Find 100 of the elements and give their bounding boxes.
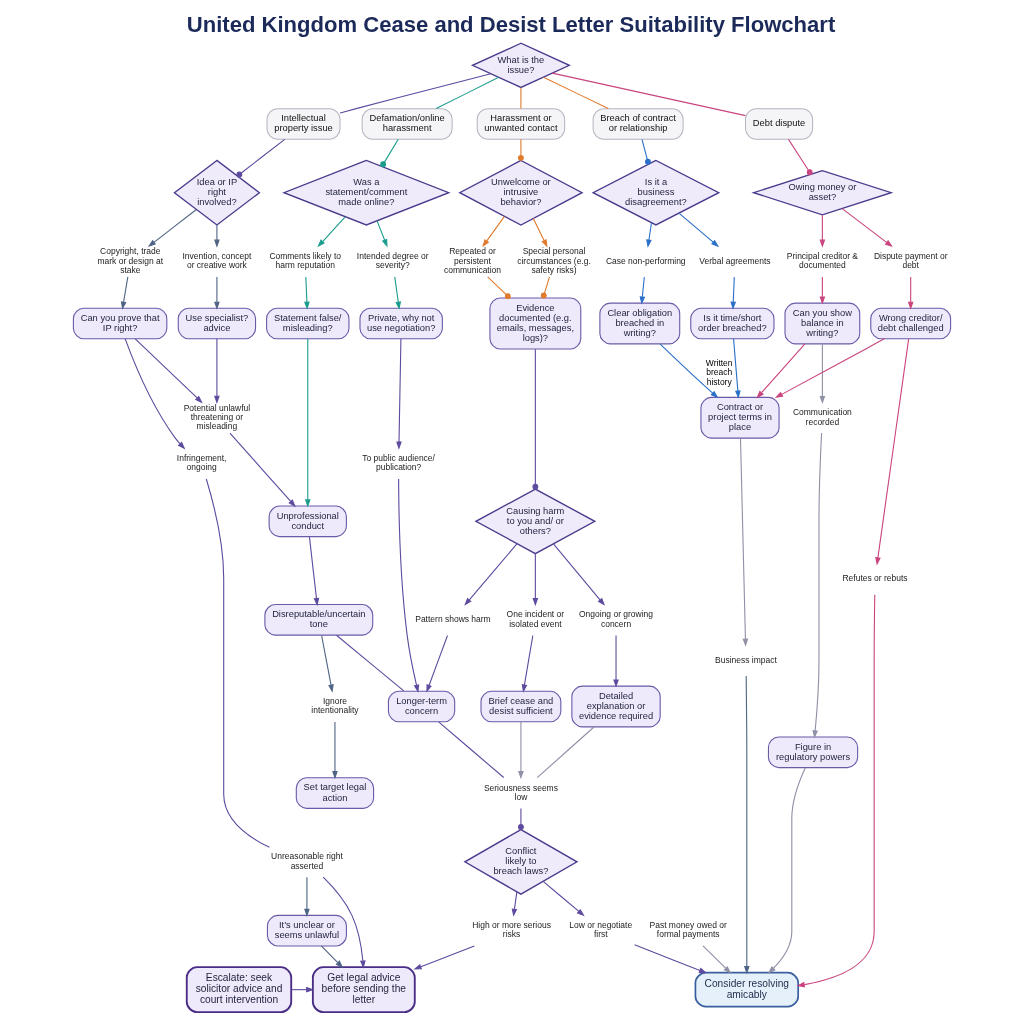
node-box: Unprofessional conduct bbox=[268, 505, 347, 538]
arrow bbox=[134, 338, 203, 404]
node-diamond: What is the issue? bbox=[470, 42, 571, 89]
node-diamond: Conflict likely to breach laws? bbox=[463, 828, 579, 895]
node-text: Unreasonable right asserted bbox=[271, 851, 343, 871]
node-diamond: Idea or IP right involved? bbox=[173, 159, 261, 226]
node-box: Statement false/ misleading? bbox=[266, 307, 350, 340]
node-box: Use specialist? advice bbox=[177, 307, 257, 340]
arrow bbox=[841, 208, 893, 248]
arrow bbox=[646, 222, 653, 248]
connector bbox=[540, 276, 551, 299]
node-box: Brief cease and desist sufficient bbox=[480, 690, 562, 723]
diagram-title: United Kingdom Cease and Desist Letter Suitability Flowchart bbox=[186, 12, 836, 38]
node-text: One incident or isolated event bbox=[506, 609, 565, 629]
node-text: Past money owed or formal payments bbox=[649, 920, 727, 940]
arrow bbox=[819, 343, 826, 405]
node-text: Principal creditor & documented bbox=[786, 250, 858, 271]
arrow bbox=[796, 594, 876, 988]
arrow bbox=[304, 876, 310, 917]
arrow bbox=[394, 276, 402, 310]
node-text: Ignore intentionality bbox=[311, 695, 359, 716]
node-text: Potential unlawful threatening or misleading bbox=[183, 402, 251, 432]
arrow bbox=[756, 343, 806, 399]
arrow bbox=[229, 432, 296, 508]
connector bbox=[205, 478, 270, 848]
node-box: Is it time/short order breached? bbox=[690, 307, 775, 340]
connector bbox=[551, 72, 746, 117]
node-text: Intended degree or severity? bbox=[356, 250, 429, 271]
arrow bbox=[308, 536, 320, 607]
connector bbox=[518, 138, 524, 161]
arrow bbox=[532, 218, 548, 248]
node-text: Repeated or persistent communication bbox=[443, 246, 502, 275]
node-text: Special personal circumstances (e.g. safety risks) bbox=[517, 246, 591, 275]
connector bbox=[532, 348, 539, 490]
node-box: Longer-term concern bbox=[387, 690, 456, 723]
connector bbox=[536, 726, 595, 779]
node-text: Business impact bbox=[715, 654, 777, 665]
arrow bbox=[819, 214, 826, 248]
arrow bbox=[398, 478, 420, 693]
arrow bbox=[124, 338, 186, 450]
node-text: Seriousness seems low bbox=[483, 782, 558, 802]
connector bbox=[542, 76, 609, 110]
node-box: Can you prove that IP right? bbox=[72, 307, 168, 340]
node-box: Clear obligation breached in writing? bbox=[599, 302, 681, 345]
node-text: Communication recorded bbox=[792, 407, 852, 427]
arrow bbox=[376, 220, 388, 248]
arrow bbox=[875, 338, 910, 566]
arrow bbox=[743, 675, 750, 975]
connector bbox=[380, 138, 399, 168]
arrow bbox=[214, 276, 220, 310]
arrow bbox=[767, 767, 806, 974]
node-box: Wrong creditor/ debt challenged bbox=[870, 307, 952, 340]
arrow bbox=[552, 543, 606, 606]
arrow bbox=[532, 553, 539, 607]
arrow bbox=[511, 891, 518, 917]
node-text: Dispute payment or debt bbox=[873, 250, 948, 271]
node-text: High or more serious risks bbox=[472, 920, 551, 940]
node-text: To public audience/ publication? bbox=[362, 453, 435, 473]
arrow bbox=[214, 224, 220, 248]
arrow bbox=[702, 945, 732, 974]
node-text: Comments likely to harm reputation bbox=[269, 250, 342, 271]
arrow bbox=[332, 721, 338, 780]
arrow bbox=[733, 338, 741, 399]
arrow bbox=[639, 276, 646, 305]
connector bbox=[641, 138, 651, 165]
arrow bbox=[812, 432, 823, 739]
node-box: Defamation/online harassment bbox=[361, 108, 453, 140]
node-text: Pattern shows harm bbox=[415, 613, 491, 624]
connector bbox=[435, 76, 500, 110]
node-text: Verbal agreements bbox=[699, 255, 771, 266]
node-text: Infringement, ongoing bbox=[176, 453, 227, 473]
arrow bbox=[413, 945, 475, 970]
arrow bbox=[542, 880, 585, 917]
node-box: Contract or project terms in place bbox=[700, 396, 780, 439]
connector bbox=[518, 807, 524, 830]
arrow bbox=[774, 338, 885, 399]
arrow bbox=[320, 945, 344, 969]
node-text: Copyright, trade mark or design at stake bbox=[97, 246, 164, 275]
node-text: Invention, concept or creative work bbox=[182, 250, 252, 271]
arrow bbox=[317, 216, 346, 248]
node-box: Disreputable/uncertain tone bbox=[264, 604, 374, 636]
node-text: Case non-performing bbox=[605, 255, 686, 266]
node-text: Ongoing or growing concern bbox=[578, 609, 654, 629]
arrow bbox=[730, 276, 737, 310]
arrow bbox=[739, 437, 749, 647]
node-diamond: Unwelcome or intrusive behavior? bbox=[458, 159, 584, 226]
arrow bbox=[613, 634, 619, 688]
node-box: Can you show balance in writing? bbox=[784, 302, 861, 345]
connector bbox=[438, 721, 505, 779]
node-box: Figure in regulatory powers bbox=[767, 736, 859, 769]
arrow bbox=[482, 216, 505, 248]
node-box: Debt dispute bbox=[745, 108, 814, 140]
edge-label: Written breach history bbox=[705, 357, 733, 387]
connector bbox=[520, 87, 522, 109]
arrow bbox=[304, 338, 311, 508]
connector bbox=[487, 276, 511, 300]
node-box: Set target legal action bbox=[295, 777, 375, 809]
arrow bbox=[678, 212, 720, 248]
node-box: Breach of contract or relationship bbox=[592, 108, 684, 140]
arrow bbox=[907, 276, 914, 310]
